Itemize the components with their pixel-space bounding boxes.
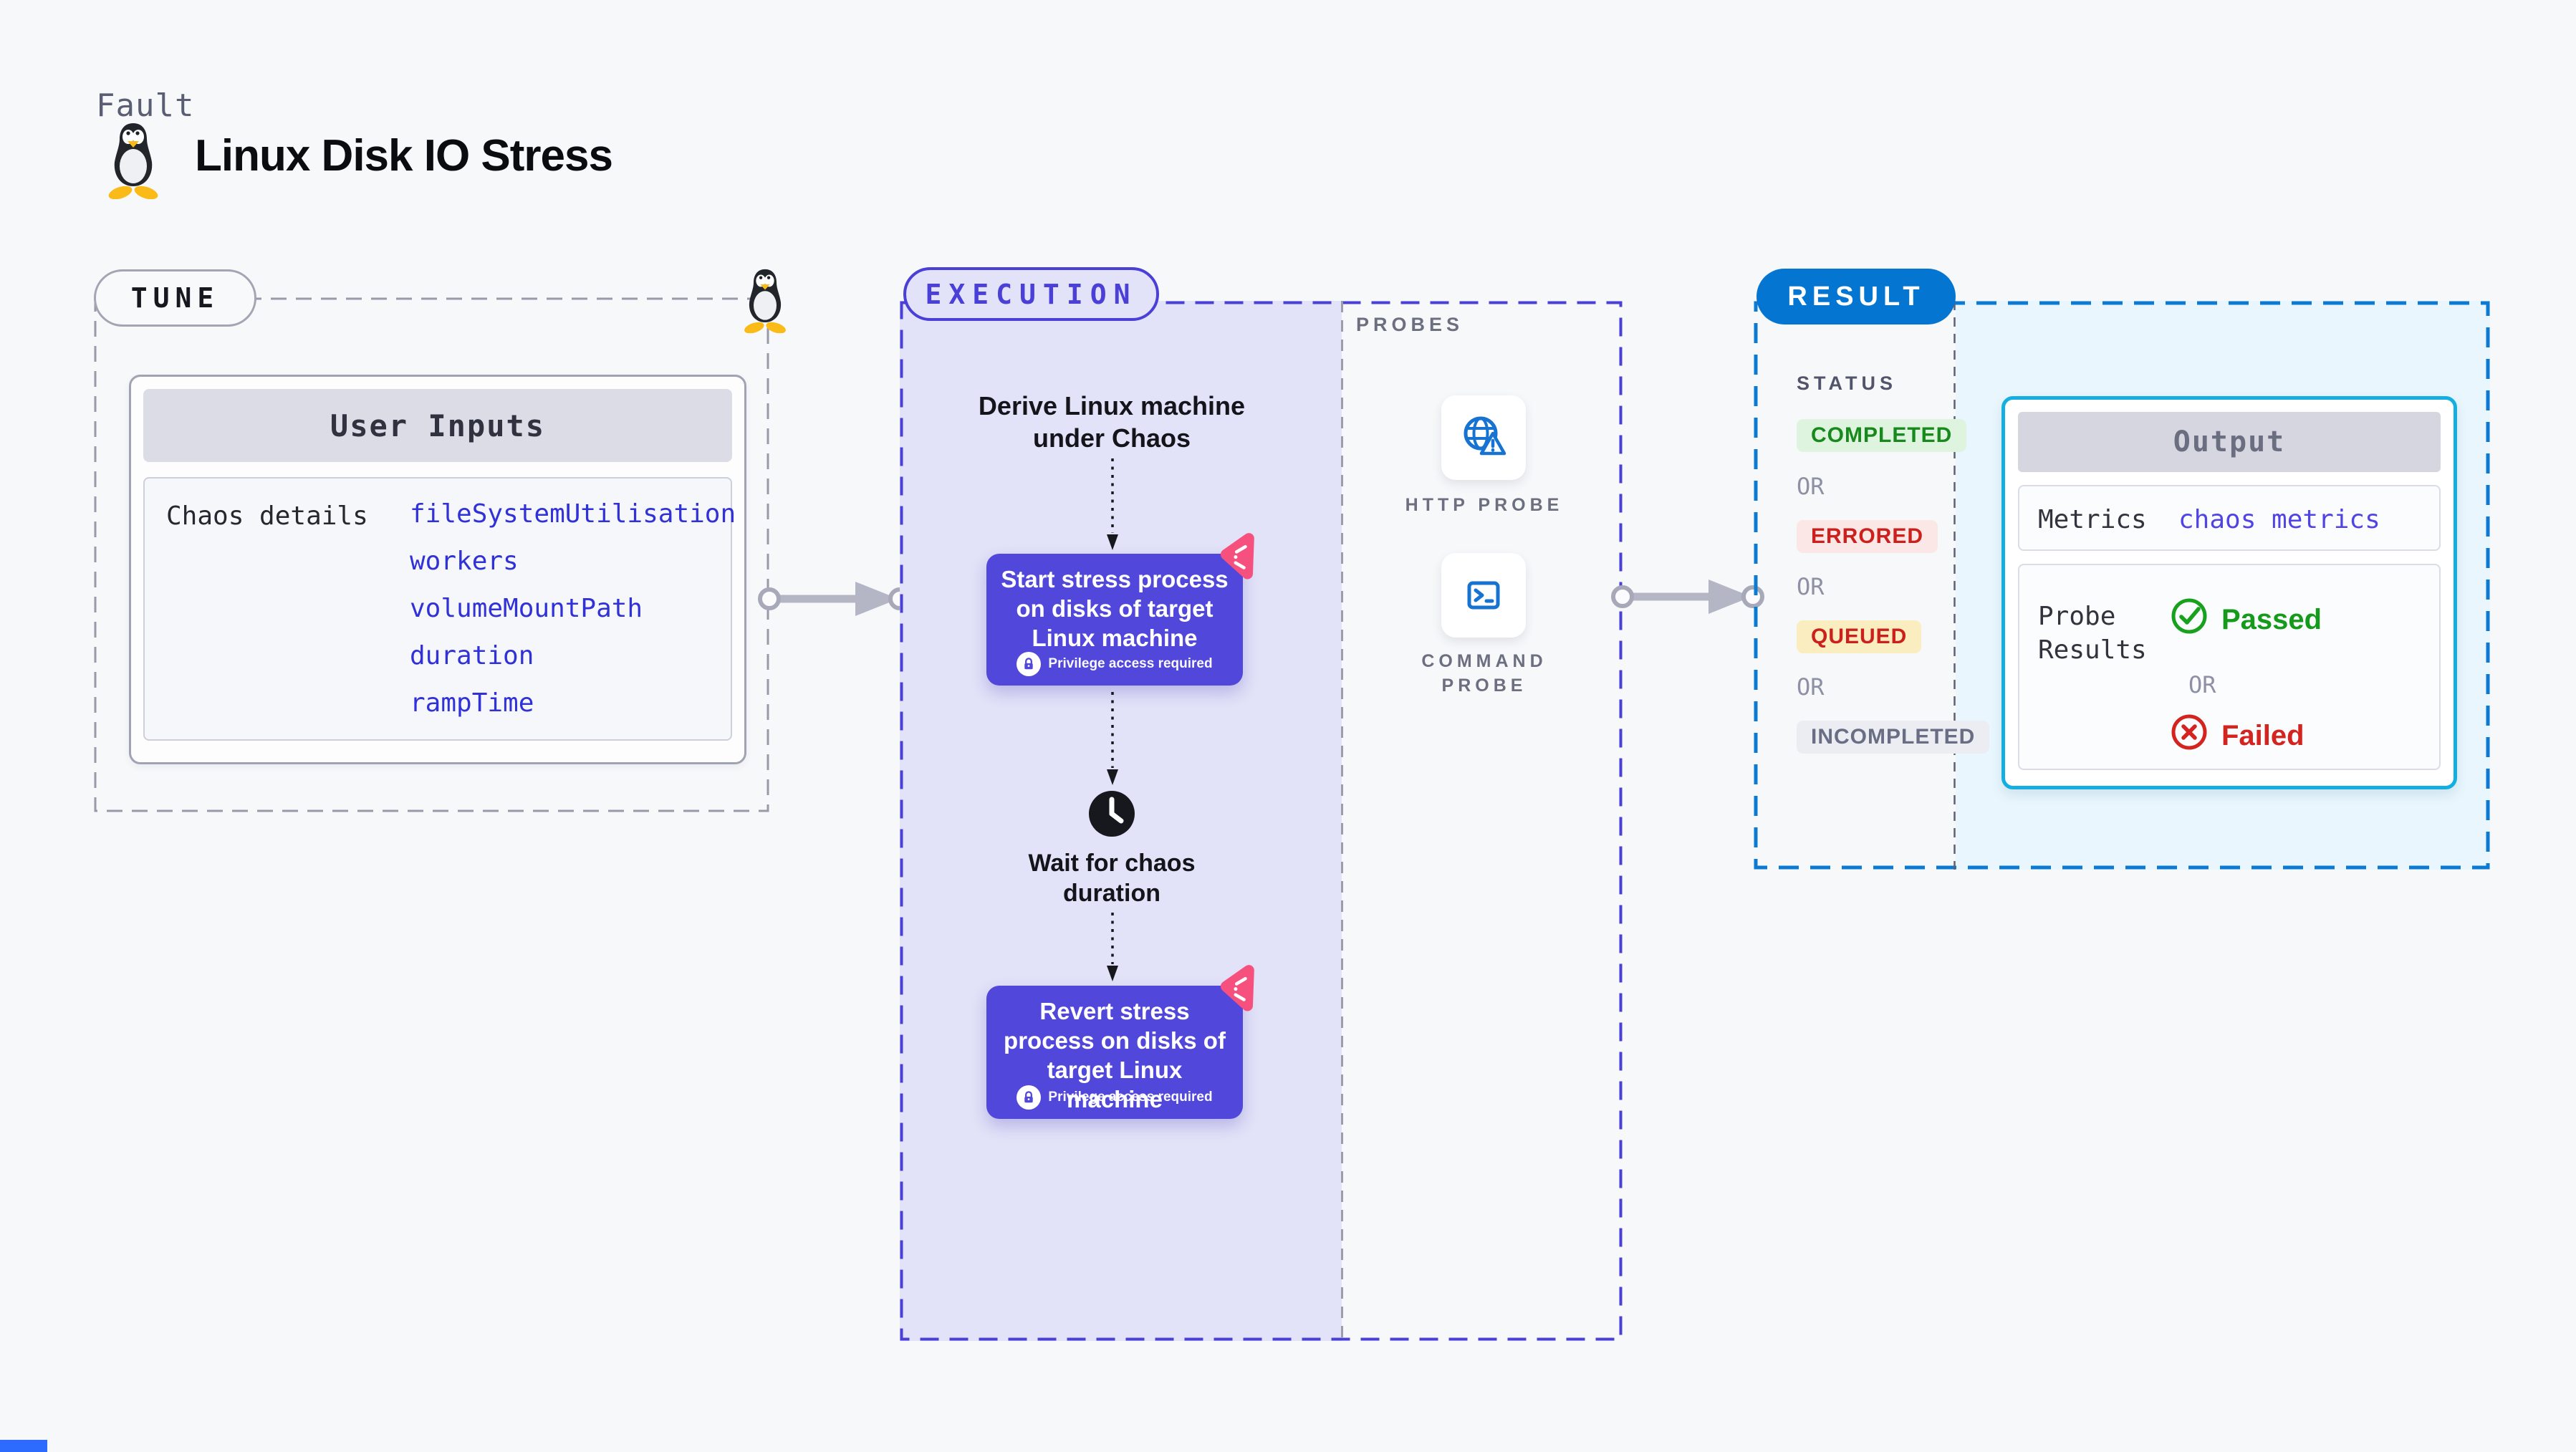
connector-arrow-execution-to-result [1611, 580, 1764, 614]
passed-label: Passed [2221, 604, 2322, 635]
or-separator: OR [2188, 671, 2216, 698]
or-separator: OR [1797, 473, 1825, 500]
input-value: duration [410, 641, 534, 670]
or-separator: OR [1797, 673, 1825, 701]
step-text: Start stress process on disks of target … [1001, 566, 1229, 651]
user-inputs-title: User Inputs [143, 389, 732, 462]
metrics-label: Metrics [2038, 505, 2147, 534]
probe-results-label: Probe Results [2038, 602, 2147, 665]
connector-arrow-tune-to-execution [758, 582, 911, 616]
tune-dashed-border [94, 297, 769, 812]
lock-icon [1017, 1085, 1042, 1110]
clock-icon [1089, 791, 1135, 837]
user-inputs-table: Chaos details fileSystemUtilisation work… [143, 477, 736, 741]
status-badge-errored: ERRORED [1797, 520, 1938, 553]
status-title: STATUS [1797, 372, 1897, 394]
metrics-row: Metrics chaos metrics [2018, 485, 2441, 551]
flow-step-start-stress: Start stress process on disks of target … [986, 554, 1243, 686]
or-separator: OR [1797, 573, 1825, 600]
lock-icon [1017, 652, 1042, 676]
command-probe-label: COMMAND PROBE [1421, 651, 1547, 696]
failed-label: Failed [2221, 720, 2305, 751]
result-dashed-border [1754, 301, 2490, 870]
chaos-icon [1213, 531, 1267, 584]
metrics-value: chaos metrics [2178, 505, 2380, 534]
flow-start-node: Derive Linux machine under Chaos [978, 391, 1246, 453]
privilege-badge: Privilege access required [1048, 656, 1213, 671]
cutoff-blue-element [0, 1440, 47, 1452]
terminal-icon [1467, 581, 1500, 610]
result-separator-dashed [1953, 301, 1956, 870]
chaos-icon [1213, 963, 1267, 1016]
input-value: fileSystemUtilisation [410, 499, 736, 529]
dotted-flow-arrow [1107, 692, 1118, 785]
fault-eyebrow-label: Fault [96, 87, 195, 124]
tux-penguin-icon [742, 264, 788, 335]
execution-section-pill: EXECUTION [903, 267, 1159, 321]
status-badge-completed: COMPLETED [1797, 419, 1967, 452]
user-inputs-card: User Inputs Chaos details fileSystemUtil… [129, 375, 746, 764]
command-probe-card [1441, 553, 1526, 638]
dotted-flow-arrow [1107, 913, 1118, 981]
tune-section-pill: TUNE [94, 269, 256, 327]
check-circle-icon [2171, 598, 2207, 634]
status-badge-queued: QUEUED [1797, 620, 1922, 653]
input-value: rampTime [410, 688, 534, 718]
output-title: Output [2018, 412, 2441, 472]
dotted-flow-arrow [1107, 458, 1118, 550]
status-badge-incompleted: INCOMPLETED [1797, 721, 1990, 754]
input-values-list: fileSystemUtilisation workers volumeMoun… [410, 501, 736, 738]
http-probe-label: HTTP PROBE [1405, 495, 1564, 515]
probes-separator-dashed [1341, 301, 1343, 1341]
flow-step-revert-stress: Revert stress process on disks of target… [986, 986, 1243, 1119]
result-section-pill: RESULT [1756, 269, 1956, 324]
output-card: Output Metrics chaos metrics Probe Resul… [2001, 396, 2457, 789]
privilege-badge: Privilege access required [1048, 1090, 1213, 1105]
step-text: Revert stress process on disks of target… [1004, 998, 1226, 1112]
input-value: workers [410, 547, 519, 576]
page-title: Linux Disk IO Stress [195, 131, 613, 181]
x-circle-icon [2171, 714, 2207, 750]
flow-wait-node: Wait for chaos duration [1028, 850, 1196, 907]
execution-dashed-border [900, 301, 1623, 1341]
chaos-details-label: Chaos details [166, 501, 368, 531]
globe-alert-icon [1464, 416, 1506, 456]
http-probe-card [1441, 395, 1526, 480]
tux-penguin-icon [106, 116, 160, 202]
input-value: volumeMountPath [410, 594, 643, 623]
probe-results-row: Probe Results Passed OR Failed [2018, 564, 2441, 770]
probes-title: PROBES [1356, 314, 1464, 335]
